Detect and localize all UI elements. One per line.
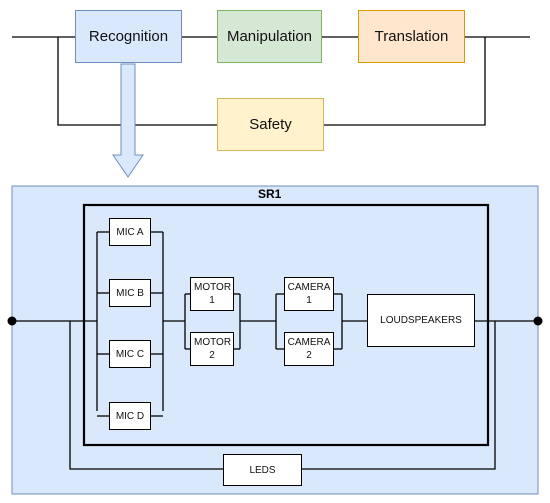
manipulation-label: Manipulation: [226, 28, 313, 45]
safety-bypass-left: [57, 37, 217, 126]
leds-bypass-left: [69, 321, 223, 470]
safety-box[interactable]: Safety: [217, 98, 324, 151]
leds-label: LEDS: [249, 464, 276, 476]
sr1-title: SR1: [258, 187, 282, 201]
mic-b-label: MIC B: [116, 287, 144, 299]
recognition-label: Recognition: [88, 28, 169, 45]
mic-d-box[interactable]: MIC D: [109, 402, 151, 430]
mic-c-label: MIC C: [115, 348, 145, 360]
translation-label: Translation: [374, 28, 449, 45]
mic-c-box[interactable]: MIC C: [109, 340, 151, 368]
recognition-box[interactable]: Recognition: [75, 10, 182, 63]
mic-a-box[interactable]: MIC A: [109, 218, 151, 246]
expand-arrow: [112, 63, 144, 178]
manipulation-box[interactable]: Manipulation: [217, 10, 322, 63]
mic-d-label: MIC D: [115, 410, 145, 422]
safety-bypass-right: [324, 37, 486, 126]
camera-2-box[interactable]: CAMERA 2: [284, 332, 334, 366]
motor-2-box[interactable]: MOTOR 2: [190, 332, 234, 366]
sr1-inner-block: [82, 203, 490, 447]
mic-b-box[interactable]: MIC B: [109, 279, 151, 307]
motor-1-box[interactable]: MOTOR 1: [190, 277, 234, 311]
leds-box[interactable]: LEDS: [223, 454, 302, 486]
output-terminal: [533, 316, 543, 326]
leds-bypass-right: [302, 321, 496, 470]
motor-2-label: MOTOR 2: [194, 337, 232, 361]
loudspeakers-box[interactable]: LOUDSPEAKERS: [367, 294, 475, 347]
translation-box[interactable]: Translation: [358, 10, 465, 63]
camera-1-box[interactable]: CAMERA 1: [284, 277, 334, 311]
safety-label: Safety: [249, 116, 292, 133]
loudspeakers-label: LOUDSPEAKERS: [380, 315, 462, 326]
mic-a-label: MIC A: [116, 226, 144, 238]
camera-1-label: CAMERA 1: [287, 282, 331, 306]
input-terminal: [7, 316, 17, 326]
motor-1-label: MOTOR 1: [194, 282, 232, 306]
camera-2-label: CAMERA 2: [287, 337, 331, 361]
